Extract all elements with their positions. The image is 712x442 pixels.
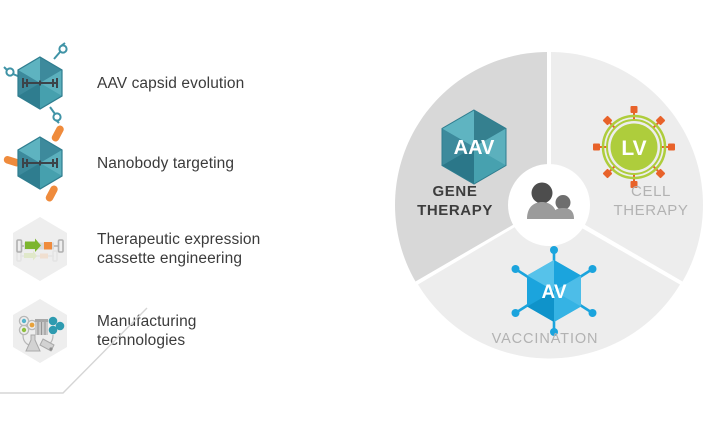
manufacturing-icon [0, 290, 80, 372]
list-item-label: Therapeutic expression cassette engineer… [80, 230, 260, 268]
list-item-label-line2: technologies [97, 332, 186, 349]
list-item[interactable]: Nanobody targeting [0, 122, 360, 204]
list-item-label-line1: Therapeutic expression [97, 231, 261, 248]
sector-label-cell-line2: THERAPY [613, 202, 689, 219]
aav-capsid-icon [0, 42, 80, 124]
list-item-label: AAV capsid evolution [97, 74, 245, 92]
list-item-label: Manufacturing technologies [80, 312, 197, 350]
list-item[interactable]: AAV capsid evolution [0, 42, 360, 124]
lv-badge-label: LV [621, 137, 646, 160]
sector-label-gene-line1: GENE [432, 183, 478, 200]
lentivirus-icon: LV [593, 106, 675, 188]
aav-badge-label: AAV [454, 137, 495, 159]
list-item[interactable]: Therapeutic expression cassette engineer… [0, 208, 360, 290]
nanobody-capsid-icon [0, 122, 80, 204]
sector-label-gene-therapy[interactable]: GENE THERAPY [396, 182, 514, 220]
list-item-label-line1: Manufacturing [97, 313, 197, 330]
expression-cassette-icon [0, 208, 80, 290]
sector-label-vaccination[interactable]: VACCINATION [470, 330, 620, 349]
list-item-label-line2: cassette engineering [97, 250, 243, 267]
av-badge-label: AV [542, 282, 567, 303]
sector-label-cell-therapy[interactable]: CELL THERAPY [592, 182, 710, 220]
sector-label-vaccination-line1: VACCINATION [491, 331, 599, 347]
capability-list: AAV capsid evolution [0, 0, 360, 395]
list-item-label: Nanobody targeting [97, 154, 235, 172]
sector-label-gene-line2: THERAPY [417, 202, 493, 219]
people-icon [527, 182, 574, 219]
therapy-wheel: AAV [386, 44, 712, 370]
adenovirus-icon: AV [511, 246, 597, 336]
aav-icosahedron-icon: AAV [441, 109, 507, 185]
list-item[interactable]: Manufacturing technologies [0, 290, 360, 372]
sector-label-cell-line1: CELL [631, 183, 671, 200]
